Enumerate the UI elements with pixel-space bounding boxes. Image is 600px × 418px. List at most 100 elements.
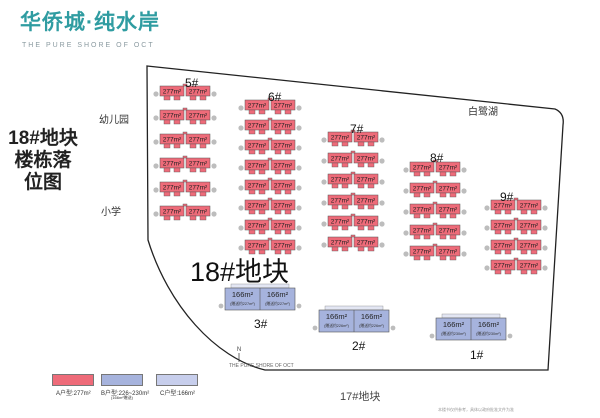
unit-balcony [163, 95, 171, 101]
building-9-label: 9# [500, 190, 514, 204]
building-6-label: 6# [268, 90, 282, 104]
svg-text:N: N [237, 347, 241, 353]
unit-balcony [530, 229, 538, 235]
core-connector [350, 213, 356, 217]
unit-balcony [439, 213, 447, 219]
stair-core [461, 209, 467, 215]
unit-area-label: 277m² [331, 240, 350, 247]
unit-type-a [185, 181, 211, 193]
unit-type-a [244, 159, 270, 171]
unit-balcony [258, 229, 266, 235]
unit-balcony [199, 167, 207, 173]
unit-type-a [327, 173, 353, 185]
unit-balcony [449, 171, 457, 177]
unit-type-a [185, 133, 211, 145]
unit-type-a [516, 219, 542, 231]
core-connector [267, 97, 273, 101]
unit-type-a [353, 194, 379, 206]
unit-type-a [353, 152, 379, 164]
unit-balcony [413, 171, 421, 177]
unit-type-a [159, 205, 185, 217]
stair-core [211, 187, 217, 193]
unit-type-a [409, 161, 435, 173]
villa-unit-area: 166m² [232, 290, 254, 299]
building-5-label: 5# [185, 76, 199, 90]
unit-type-a [270, 239, 296, 251]
unit-balcony [199, 95, 207, 101]
stair-core [461, 188, 467, 194]
unit-area-label: 277m² [357, 156, 376, 163]
unit-area-label: 277m² [248, 183, 267, 190]
unit-balcony [274, 229, 282, 235]
stair-core [461, 251, 467, 257]
unit-area-label: 277m² [520, 223, 539, 230]
stair-core [321, 200, 327, 206]
unit-area-label: 277m² [494, 243, 513, 250]
legend-label-a: A户型:277m² [56, 391, 91, 397]
unit-area-label: 277m² [331, 219, 350, 226]
unit-area-label: 277m² [357, 198, 376, 205]
unit-balcony [199, 143, 207, 149]
building-1-label: 1# [470, 348, 484, 362]
unit-balcony [248, 129, 256, 135]
unit-balcony [449, 213, 457, 219]
unit-balcony [331, 225, 339, 231]
unit-area-label: 277m² [331, 177, 350, 184]
unit-type-a [244, 199, 270, 211]
unit-area-label: 277m² [274, 203, 293, 210]
core-connector [432, 180, 438, 184]
unit-balcony [199, 191, 207, 197]
core-connector [182, 83, 188, 87]
stair-core [153, 139, 159, 145]
villa-unit-note: (赠送约226m²) [324, 323, 349, 328]
stair-core [238, 105, 244, 111]
core-connector [267, 137, 273, 141]
unit-balcony [341, 225, 349, 231]
unit-balcony [274, 129, 282, 135]
unit-balcony [439, 192, 447, 198]
stair-core [153, 163, 159, 169]
unit-balcony [284, 169, 292, 175]
stair-core [403, 230, 409, 236]
stair-core [403, 209, 409, 215]
stair-core [321, 221, 327, 227]
unit-balcony [413, 234, 421, 240]
stair-core [238, 245, 244, 251]
unit-balcony [504, 249, 512, 255]
unit-balcony [163, 215, 171, 221]
unit-balcony [284, 149, 292, 155]
unit-balcony [357, 141, 365, 147]
unit-type-a [244, 139, 270, 151]
unit-balcony [413, 192, 421, 198]
villa-1#: 166m²(赠送约230m²)166m²(赠送约230m²) [429, 313, 513, 341]
unit-balcony [413, 213, 421, 219]
south-plot-label: 17#地块 [340, 391, 381, 403]
unit-area-label: 277m² [413, 186, 432, 193]
unit-area-label: 277m² [163, 89, 182, 96]
stair-core [403, 251, 409, 257]
unit-balcony [189, 215, 197, 221]
stair-core [542, 265, 548, 271]
unit-area-label: 277m² [439, 165, 458, 172]
unit-area-label: 277m² [357, 135, 376, 142]
unit-area-label: 277m² [494, 203, 513, 210]
brand-title: 华侨城·纯水岸 [20, 11, 160, 34]
unit-balcony [331, 162, 339, 168]
core-connector [267, 157, 273, 161]
building-2-label: 2# [352, 339, 366, 353]
legend-label-c: C户型:166m² [160, 391, 196, 397]
unit-balcony [163, 143, 171, 149]
villa-unit-note: (赠送约227m²) [230, 301, 255, 306]
stair-core [153, 211, 159, 217]
unit-area-label: 277m² [274, 123, 293, 130]
unit-balcony [504, 269, 512, 275]
core-connector [432, 243, 438, 247]
unit-type-a [270, 179, 296, 191]
stair-core [296, 205, 302, 211]
stair-core [296, 245, 302, 251]
stair-core [211, 91, 217, 97]
unit-balcony [189, 95, 197, 101]
unit-balcony [248, 189, 256, 195]
